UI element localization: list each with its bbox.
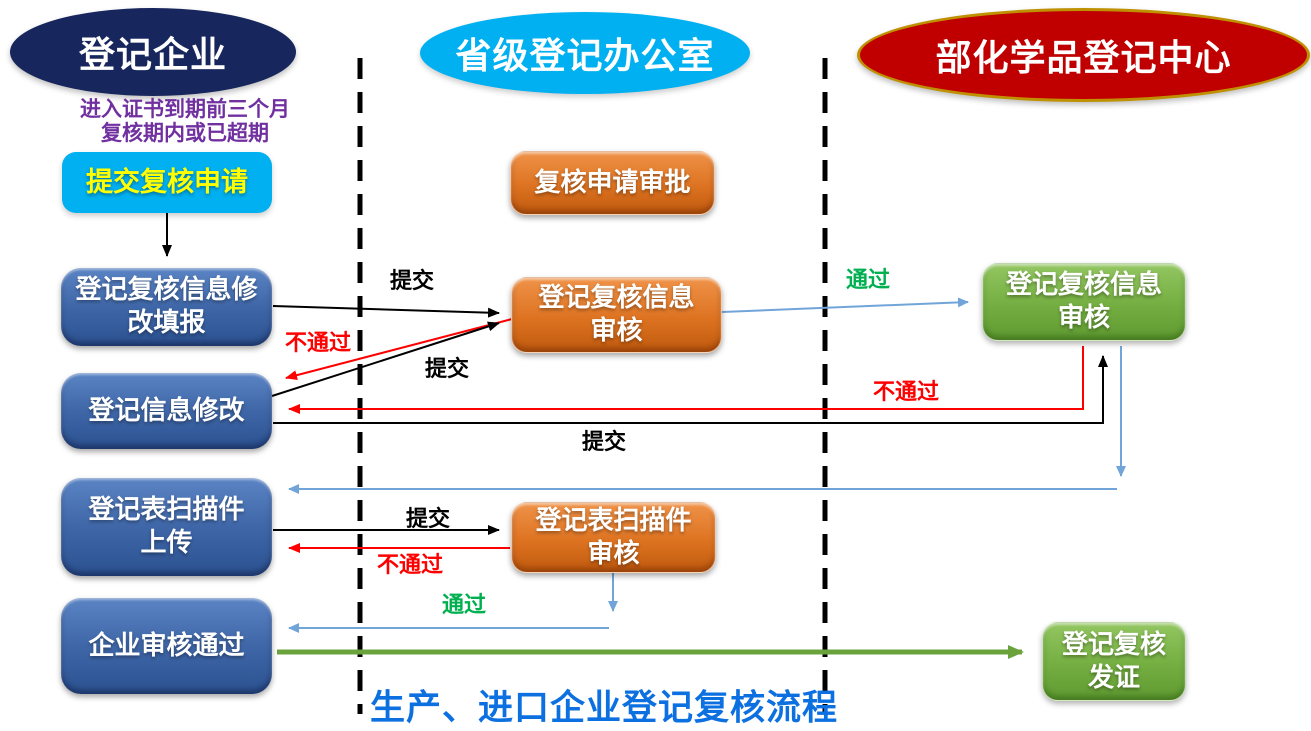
header-enterprise-label: 登记企业 xyxy=(78,35,227,76)
header-ellipse-enterprise: 登记企业 xyxy=(10,8,296,96)
caption-title: 生产、进口企业登记复核流程 xyxy=(369,688,839,729)
header-ellipse-provincial-office: 省级登记办公室 xyxy=(420,12,750,94)
box-provincial-review-info-audit-label: 登记复核信息 审核 xyxy=(538,283,695,346)
label-submit-4: 提交 xyxy=(405,507,451,532)
box-provincial-scan-audit-label: 登记表扫描件 审核 xyxy=(535,505,692,569)
label-fail-1: 不通过 xyxy=(284,331,352,356)
label-submit-2: 提交 xyxy=(424,357,470,382)
label-pass-1: 通过 xyxy=(845,268,891,293)
box-registration-info-modify-label: 登记信息修改 xyxy=(88,395,245,426)
box-review-application-approval: 复核申请审批 xyxy=(510,151,715,215)
box-registration-info-modify: 登记信息修改 xyxy=(61,373,272,449)
note-line-2: 复核期内或已超期 xyxy=(101,121,269,145)
box-ministry-review-info-audit-label: 登记复核信息 审核 xyxy=(1005,270,1162,333)
box-issue-certificate-label: 登记复核 发证 xyxy=(1061,629,1166,693)
note-certificate-period: 进入证书到期前三个月 复核期内或已超期 xyxy=(50,97,320,145)
box-review-application-approval-label: 复核申请审批 xyxy=(534,167,691,198)
arrow-pass-1 xyxy=(721,297,969,313)
box-enterprise-audit-passed: 企业审核通过 xyxy=(61,598,272,694)
box-scan-upload: 登记表扫描件 上传 xyxy=(61,478,272,576)
box-provincial-scan-audit: 登记表扫描件 审核 xyxy=(511,502,716,573)
box-enterprise-audit-passed-label: 企业审核通过 xyxy=(88,630,245,661)
header-provincial-office-label: 省级登记办公室 xyxy=(455,36,715,77)
arrow-submit-2 xyxy=(271,321,500,397)
box-issue-certificate: 登记复核 发证 xyxy=(1042,622,1186,701)
header-ministry-center-label: 部化学品登记中心 xyxy=(935,38,1232,79)
header-ellipse-ministry-center: 部化学品登记中心 xyxy=(857,8,1310,102)
box-ministry-review-info-audit: 登记复核信息 审核 xyxy=(982,263,1186,341)
arrow-submit-1 xyxy=(272,305,500,318)
label-pass-2: 通过 xyxy=(441,593,487,618)
label-fail-2: 不通过 xyxy=(872,380,940,405)
box-submit-review-application-label: 提交复核申请 xyxy=(86,167,248,198)
note-line-1: 进入证书到期前三个月 xyxy=(80,97,290,121)
box-scan-upload-label: 登记表扫描件 上传 xyxy=(88,495,245,558)
label-submit-1: 提交 xyxy=(389,269,435,294)
box-provincial-review-info-audit: 登记复核信息 审核 xyxy=(511,277,722,353)
label-fail-3: 不通过 xyxy=(376,553,444,578)
box-review-info-fill: 登记复核信息修 改填报 xyxy=(61,268,272,346)
label-submit-3: 提交 xyxy=(581,430,627,455)
box-review-info-fill-label: 登记复核信息修 改填报 xyxy=(75,275,258,338)
box-submit-review-application: 提交复核申请 xyxy=(62,152,272,213)
arrow-fail-2 xyxy=(288,346,1084,414)
arrow-submit-3 xyxy=(273,355,1108,424)
arrow-fail-1 xyxy=(285,318,513,381)
